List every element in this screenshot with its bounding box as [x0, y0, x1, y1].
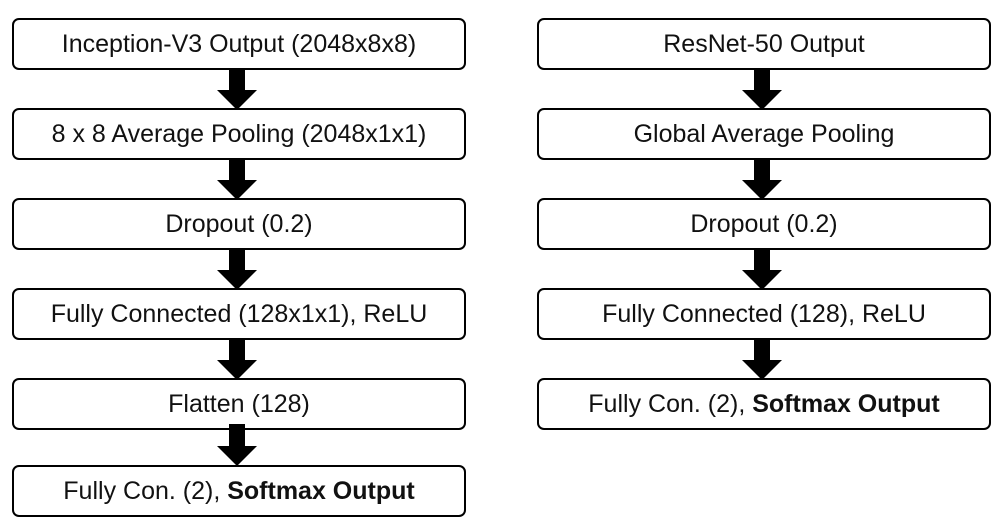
box-label: Fully Con. (2),	[63, 476, 228, 505]
box-label-bold: Softmax Output	[227, 476, 415, 505]
box-label: Dropout (0.2)	[690, 209, 838, 238]
box-label: Dropout (0.2)	[165, 209, 313, 238]
down-arrow-icon	[217, 338, 257, 380]
inception-output-box: Inception-V3 Output (2048x8x8)	[12, 18, 466, 70]
average-pooling-box: 8 x 8 Average Pooling (2048x1x1)	[12, 108, 466, 160]
flatten-box: Flatten (128)	[12, 378, 466, 430]
box-label: ResNet-50 Output	[663, 29, 865, 58]
down-arrow-icon	[742, 158, 782, 200]
down-arrow-icon	[217, 68, 257, 110]
dropout-box: Dropout (0.2)	[537, 198, 991, 250]
down-arrow-icon	[742, 68, 782, 110]
down-arrow-icon	[217, 424, 257, 466]
global-average-pooling-box: Global Average Pooling	[537, 108, 991, 160]
down-arrow-icon	[217, 248, 257, 290]
box-label: Fully Connected (128), ReLU	[602, 299, 926, 328]
softmax-output-box: Fully Con. (2), Softmax Output	[12, 465, 466, 517]
box-label-bold: Softmax Output	[752, 389, 940, 418]
dropout-box: Dropout (0.2)	[12, 198, 466, 250]
box-label: Flatten (128)	[168, 389, 310, 418]
resnet-output-box: ResNet-50 Output	[537, 18, 991, 70]
box-label: Fully Connected (128x1x1), ReLU	[50, 299, 428, 328]
down-arrow-icon	[742, 248, 782, 290]
box-label: 8 x 8 Average Pooling (2048x1x1)	[51, 119, 427, 148]
box-label: Inception-V3 Output (2048x8x8)	[61, 29, 417, 58]
fully-connected-box: Fully Connected (128x1x1), ReLU	[12, 288, 466, 340]
softmax-output-box: Fully Con. (2), Softmax Output	[537, 378, 991, 430]
down-arrow-icon	[217, 158, 257, 200]
fully-connected-box: Fully Connected (128), ReLU	[537, 288, 991, 340]
box-label: Fully Con. (2),	[588, 389, 753, 418]
box-label: Global Average Pooling	[633, 119, 895, 148]
down-arrow-icon	[742, 338, 782, 380]
